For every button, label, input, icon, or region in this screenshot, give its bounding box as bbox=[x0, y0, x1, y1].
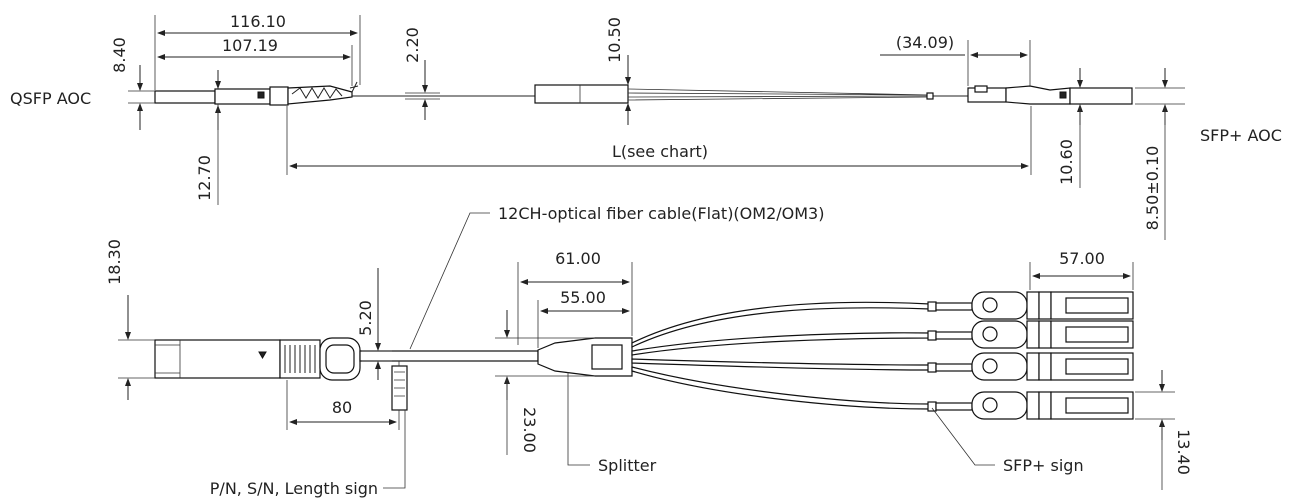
flat-cable bbox=[359, 350, 539, 362]
sfp-connector-1 bbox=[927, 291, 1134, 320]
label-sfp-sign: SFP+ sign bbox=[1003, 456, 1084, 475]
top-view: 116.10 107.19 8.40 QSFP AOC 12.70 2.20 1… bbox=[10, 12, 1282, 240]
top-splitter bbox=[534, 84, 629, 104]
dim-8-50: 8.50±0.10 bbox=[1143, 146, 1162, 231]
dim-61-00: 61.00 bbox=[555, 249, 601, 268]
dim-length: L(see chart) bbox=[612, 142, 708, 161]
label-pn-sign: P/N, S/N, Length sign bbox=[210, 479, 378, 498]
dim-23-00: 23.00 bbox=[520, 407, 539, 453]
bottom-view: 18.30 5.20 80 12CH-optical fiber cable(F… bbox=[105, 204, 1193, 498]
dim-10-50: 10.50 bbox=[605, 17, 624, 63]
dim-13-40: 13.40 bbox=[1174, 429, 1193, 475]
sfp-connector-2 bbox=[927, 320, 1134, 349]
dim-55-00: 55.00 bbox=[560, 288, 606, 307]
dim-57-00: 57.00 bbox=[1059, 249, 1105, 268]
qsfp-connector-side bbox=[154, 81, 359, 106]
dim-116-10: 116.10 bbox=[230, 12, 286, 31]
dim-18-30: 18.30 bbox=[105, 239, 124, 285]
label-splitter: Splitter bbox=[598, 456, 657, 475]
dim-10-60: 10.60 bbox=[1057, 139, 1076, 185]
sfp-connector-side bbox=[967, 85, 1133, 105]
dim-5-20: 5.20 bbox=[356, 300, 375, 336]
dim-2-20: 2.20 bbox=[403, 27, 422, 63]
label-cable: 12CH-optical fiber cable(Flat)(OM2/OM3) bbox=[498, 204, 824, 223]
qsfp-connector-top bbox=[154, 337, 361, 381]
label-qsfp-aoc: QSFP AOC bbox=[10, 89, 91, 108]
dim-8-40: 8.40 bbox=[110, 37, 129, 73]
dim-107-19: 107.19 bbox=[222, 36, 278, 55]
label-sfp-aoc: SFP+ AOC bbox=[1200, 126, 1282, 145]
dim-34-09: (34.09) bbox=[896, 33, 954, 52]
sfp-connectors bbox=[927, 291, 1134, 420]
sfp-connector-3 bbox=[927, 352, 1134, 381]
dim-80: 80 bbox=[332, 398, 352, 417]
sfp-connector-4 bbox=[927, 391, 1134, 420]
dim-12-70: 12.70 bbox=[195, 155, 214, 201]
fanout-cables bbox=[631, 301, 931, 410]
